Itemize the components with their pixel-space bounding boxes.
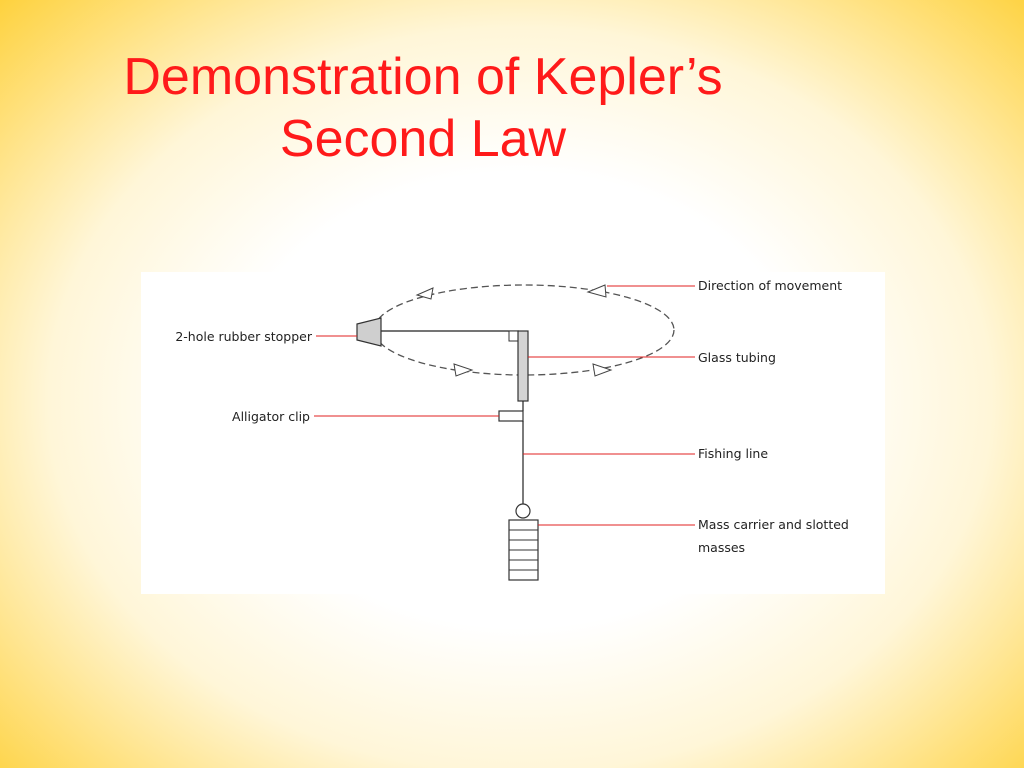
glass-tubing-shape	[517, 330, 529, 402]
label-fishing-line: Fishing line	[698, 446, 768, 461]
label-mass-carrier-line-2: masses	[698, 540, 745, 555]
mass-hook	[515, 503, 531, 519]
slide-title-line-1: Demonstration of Kepler’s	[123, 48, 723, 106]
direction-arrow-top-right	[586, 284, 607, 298]
direction-arrow-top-left	[415, 287, 434, 300]
label-glass-tubing: Glass tubing	[698, 350, 776, 365]
label-direction-of-movement: Direction of movement	[698, 278, 842, 293]
orbit-path	[373, 284, 675, 376]
apparatus-diagram: Direction of movement 2-hole rubber stop…	[175, 278, 849, 581]
slotted-masses-stack	[508, 519, 539, 581]
direction-arrow-bottom-left	[453, 363, 474, 377]
rubber-stopper-shape	[356, 317, 382, 347]
slide-title-line-2: Second Law	[279, 110, 567, 168]
label-rubber-stopper: 2-hole rubber stopper	[175, 329, 313, 344]
tube-top-bracket	[508, 330, 519, 342]
slide-title: Demonstration of Kepler’s Second Law	[0, 46, 846, 170]
label-alligator-clip: Alligator clip	[232, 409, 310, 424]
label-mass-carrier-line-1: Mass carrier and slotted	[698, 517, 849, 532]
direction-arrow-bottom-right	[592, 363, 613, 377]
alligator-clip-shape	[498, 410, 524, 422]
diagram-panel: Direction of movement 2-hole rubber stop…	[141, 272, 885, 594]
